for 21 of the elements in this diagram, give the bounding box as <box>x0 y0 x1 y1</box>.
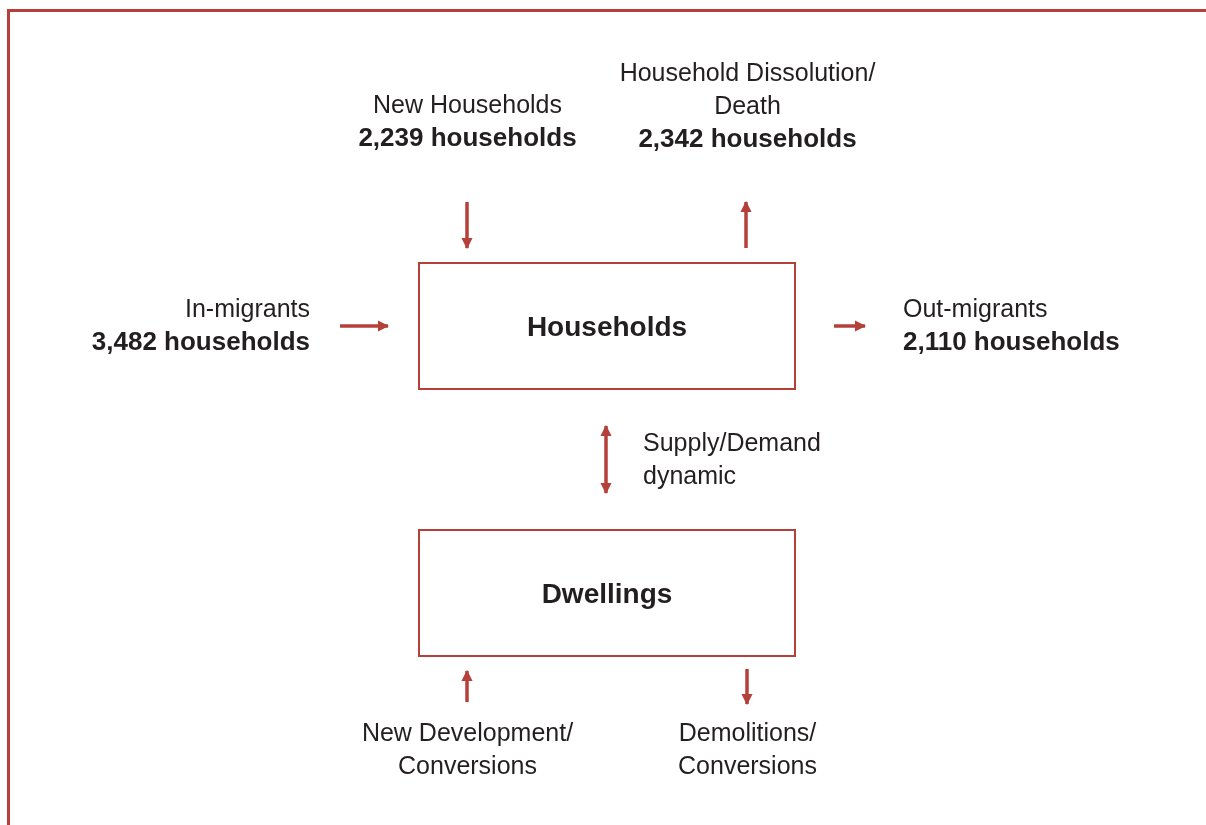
flow-label: Household Dissolution/ Death <box>618 57 877 121</box>
process-box <box>418 262 796 390</box>
process-box <box>418 529 796 657</box>
box-title: Households <box>526 309 688 343</box>
arrow <box>740 200 752 248</box>
arrow <box>834 320 867 332</box>
arrow <box>461 669 473 702</box>
arrow <box>741 669 753 706</box>
flow-label: New Households <box>372 89 563 120</box>
arrow <box>461 202 473 250</box>
arrow <box>340 320 390 332</box>
flow-label: Out-migrants <box>903 293 1049 324</box>
household-count: 2,342 households <box>637 122 858 155</box>
flow-label: New Development/ Conversions <box>360 717 575 781</box>
box-title: Dwellings <box>541 576 673 610</box>
arrow <box>600 424 612 495</box>
flow-label: Demolitions/ Conversions <box>677 717 818 781</box>
household-count: 2,239 households <box>357 121 578 154</box>
household-count: 3,482 households <box>90 325 310 358</box>
household-count: 2,110 households <box>903 325 1121 358</box>
flow-label: In-migrants <box>183 293 310 324</box>
